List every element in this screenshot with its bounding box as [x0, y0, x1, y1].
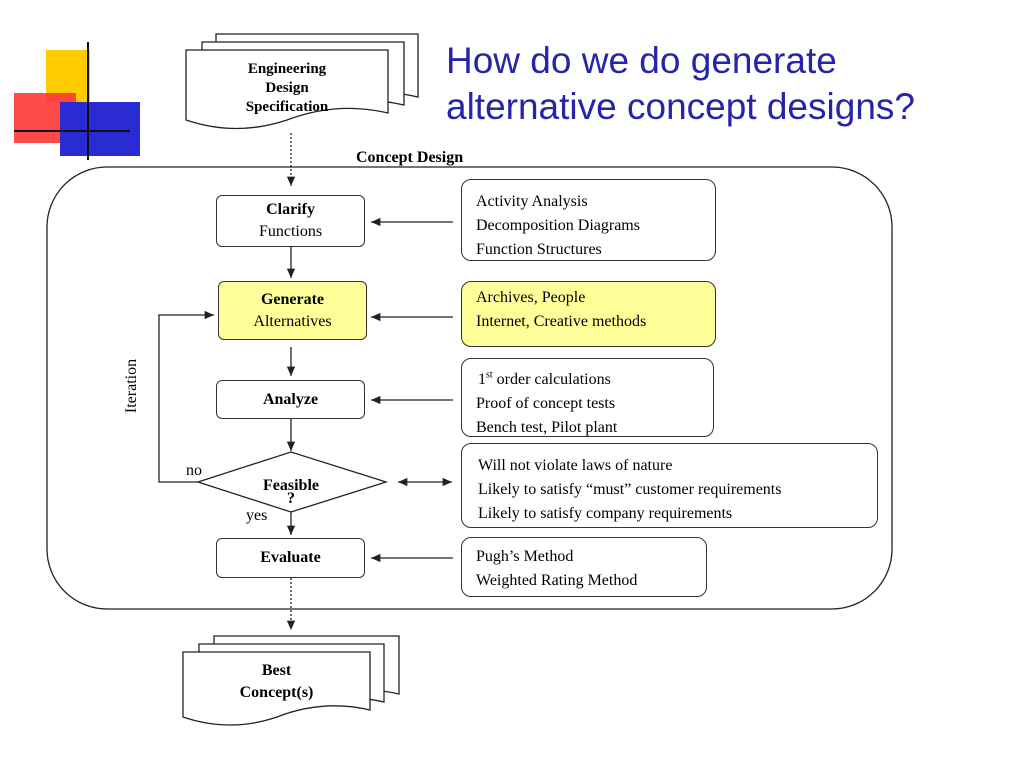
- feasible-criteria-box: Will not violate laws of nature Likely t…: [461, 443, 878, 528]
- clarify-methods-box: Activity Analysis Decomposition Diagrams…: [461, 179, 716, 261]
- input-document-line-2: Design: [265, 80, 309, 96]
- analyze-methods-box: 1st order calculations Proof of concept …: [461, 358, 714, 437]
- clarify-step-subtitle: Functions: [258, 223, 323, 240]
- slide-title-line-2: alternative concept designs?: [446, 86, 915, 127]
- concept-design-container: [46, 166, 893, 610]
- feasible-decision-diamond: [195, 451, 389, 513]
- evaluate-step-title: Evaluate: [260, 549, 321, 566]
- generate-method-1: Archives, People: [476, 289, 586, 306]
- analyze-method-2: Proof of concept tests: [476, 395, 616, 412]
- analyze-method-1-superscript: st: [486, 369, 493, 381]
- decision-yes-label: yes: [246, 507, 268, 524]
- slide-title-line-1: How do we do generate: [446, 40, 837, 81]
- feasible-decision-title: Feasible: [263, 477, 319, 494]
- decision-no-label: no: [186, 462, 202, 479]
- generate-step-subtitle: Alternatives: [253, 312, 332, 330]
- input-document-line-3: Specification: [245, 99, 329, 115]
- input-document-label: Engineering Design Specification: [188, 60, 386, 117]
- feasible-criterion-2: Likely to satisfy “must” customer requir…: [478, 481, 782, 498]
- feasible-criterion-1: Will not violate laws of nature: [478, 457, 673, 474]
- concept-design-label: Concept Design: [356, 149, 464, 166]
- evaluate-method-1: Pugh’s Method: [476, 548, 574, 565]
- output-document-stack: [182, 635, 400, 726]
- iteration-loop-arrow: [158, 310, 214, 483]
- generate-methods-box: Archives, People Internet, Creative meth…: [461, 281, 716, 347]
- feasible-criterion-3: Likely to satisfy company requirements: [478, 505, 733, 522]
- analyze-method-1: 1st order calculations: [476, 368, 713, 392]
- clarify-step-title: Clarify: [266, 201, 315, 218]
- corner-logo-decoration: [14, 42, 140, 160]
- feasible-decision-question-mark: ?: [287, 490, 295, 507]
- generate-step-title: Generate: [260, 290, 325, 308]
- evaluate-step: Evaluate: [216, 538, 365, 578]
- logo-blue-square: [60, 102, 140, 156]
- input-document-stack: [185, 33, 419, 130]
- output-document-line-2: Concept(s): [239, 684, 314, 701]
- analyze-step-title: Analyze: [262, 390, 319, 408]
- output-document-label: Best Concept(s): [183, 660, 370, 704]
- evaluate-method-2: Weighted Rating Method: [476, 572, 638, 589]
- output-document-line-1: Best: [261, 662, 292, 679]
- analyze-method-1-text: order calculations: [492, 371, 611, 388]
- clarify-method-1: Activity Analysis: [476, 193, 588, 210]
- evaluate-methods-box: Pugh’s Method Weighted Rating Method: [461, 537, 707, 597]
- clarify-method-3: Function Structures: [476, 241, 602, 258]
- clarify-method-2: Decomposition Diagrams: [476, 217, 640, 234]
- analyze-method-1-prefix: 1: [478, 371, 486, 388]
- slide-title: How do we do generate alternative concep…: [446, 38, 1006, 130]
- analyze-step: Analyze: [216, 380, 365, 419]
- generate-method-2: Internet, Creative methods: [476, 313, 647, 330]
- input-document-line-1: Engineering: [247, 61, 327, 77]
- analyze-method-3: Bench test, Pilot plant: [476, 419, 618, 436]
- clarify-functions-step: Clarify Functions: [216, 195, 365, 247]
- feasible-decision-label: Feasible ?: [241, 476, 341, 507]
- iteration-label: Iteration: [123, 358, 141, 414]
- generate-alternatives-step: Generate Alternatives: [218, 281, 367, 340]
